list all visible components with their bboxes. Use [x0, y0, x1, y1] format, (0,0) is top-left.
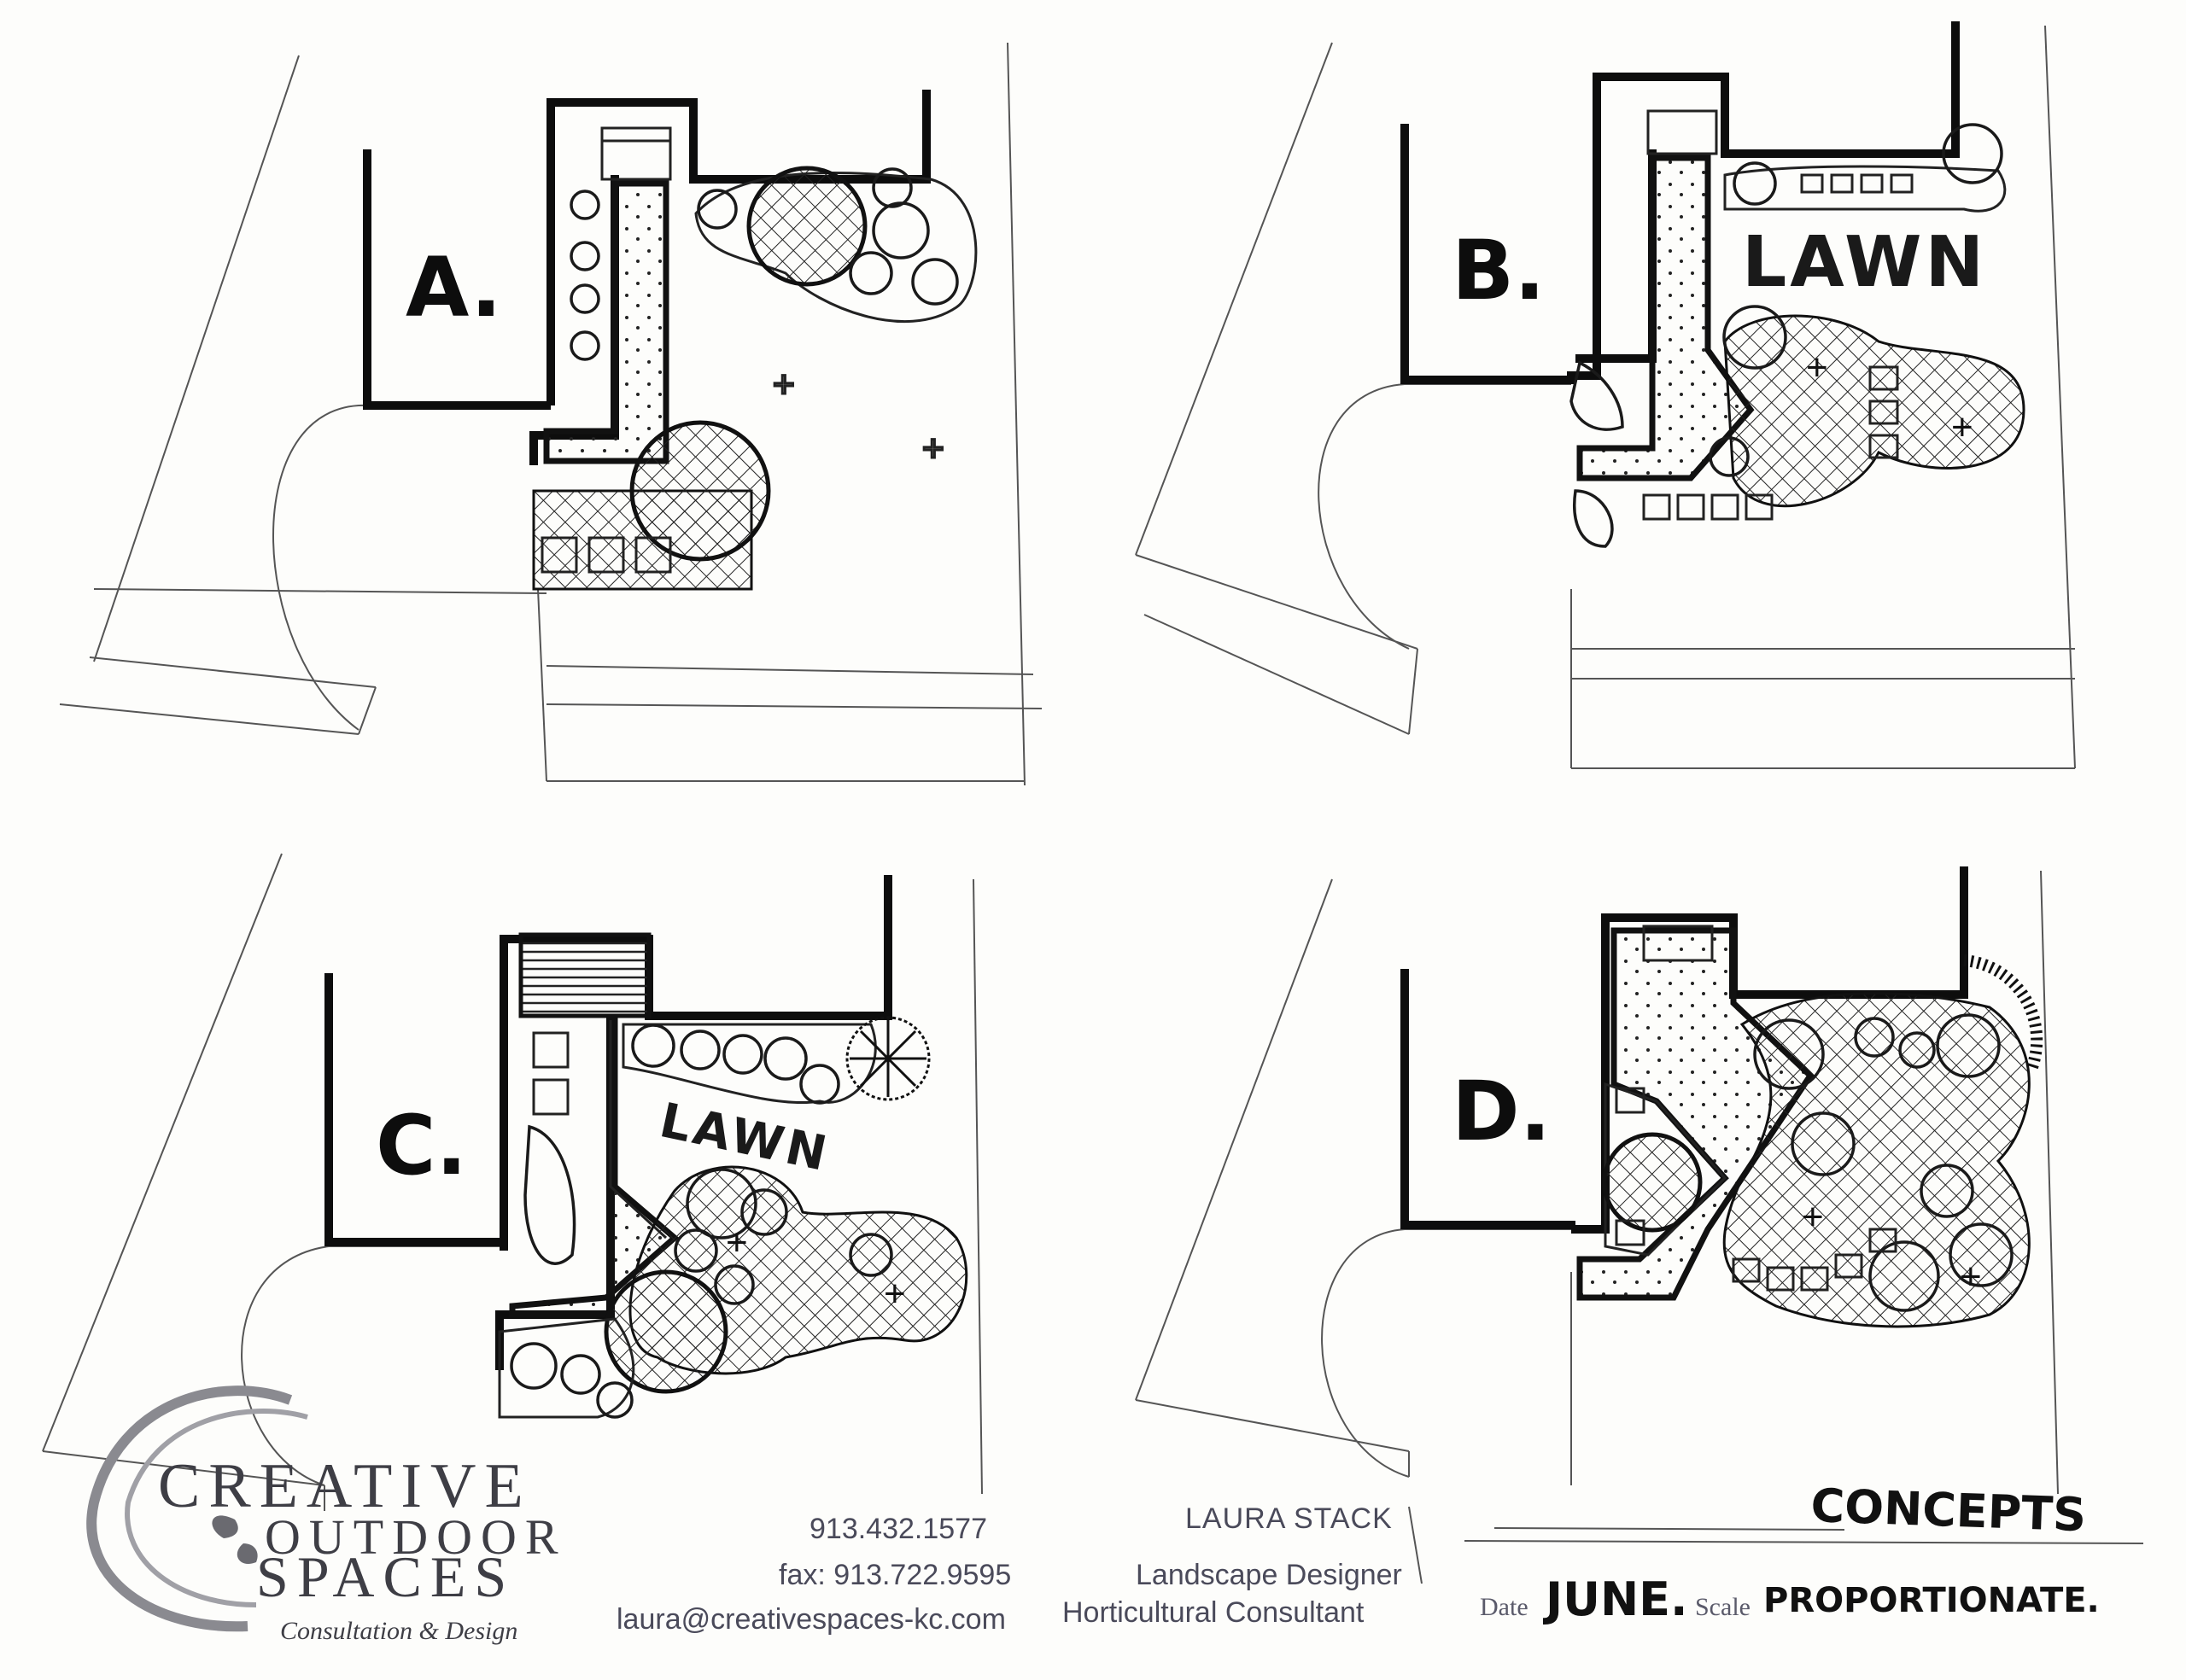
concept-c-plan: LAWN + + C. [42, 853, 983, 1511]
walkway [543, 126, 672, 464]
contact-fax: fax: 913.722.9595 [779, 1559, 1012, 1591]
planting-bed-east [694, 166, 978, 324]
concept-b-label: B. [1452, 223, 1546, 318]
designer-name: LAURA STACK [1185, 1502, 1393, 1535]
scale-value: PROPORTIONATE. [1763, 1581, 2100, 1620]
svg-text:+: + [1951, 406, 1973, 448]
walkway [1576, 109, 1755, 481]
leaf-icon [237, 1543, 258, 1564]
site-lines [42, 853, 983, 1511]
front-bed [498, 1317, 635, 1419]
company-logo: CREATIVE OUTDOOR SPACES Consultation & D… [86, 1385, 567, 1645]
left-bed [1602, 1082, 1727, 1257]
curved-bed: + + [1709, 305, 2025, 508]
svg-text:+: + [884, 1273, 906, 1315]
title-block: CONCEPTS Date JUNE. Scale PROPORTIONATE. [1464, 1479, 2144, 1626]
logo-tagline: Consultation & Design [280, 1617, 517, 1645]
logo-line3: SPACES [256, 1544, 515, 1609]
contact-phone: 913.432.1577 [810, 1513, 987, 1545]
concept-d-label: D. [1452, 1064, 1551, 1159]
logo-line2: OUTDOOR [265, 1509, 567, 1565]
curved-bed: + + [604, 1165, 968, 1394]
entry-steps [518, 932, 652, 1018]
svg-text:+: + [922, 428, 944, 470]
svg-text:+: + [773, 364, 795, 405]
svg-text:+: + [1806, 347, 1828, 388]
concept-d-plan: + + D. [1135, 866, 2059, 1495]
leaf-icon [212, 1515, 238, 1538]
site-lines [1135, 870, 2059, 1495]
foundation-bed [1569, 360, 1774, 548]
svg-text:+: + [1960, 1256, 1982, 1298]
concept-b-lawn-label: LAWN [1742, 222, 1987, 303]
walkway [509, 1017, 680, 1318]
concept-b-plan: LAWN + + B. [1135, 21, 2076, 769]
designer-box [1408, 1506, 1423, 1584]
date-label: Date [1480, 1593, 1528, 1621]
concepts-title: CONCEPTS [1810, 1479, 2088, 1542]
svg-text:+: + [1802, 1196, 1824, 1238]
top-bed [622, 1016, 931, 1105]
logo-line1: CREATIVE [158, 1451, 532, 1521]
foundation-bed [570, 190, 600, 361]
scale-label: Scale [1695, 1593, 1751, 1621]
concept-a-label: A. [406, 240, 502, 335]
designer-title-2: Horticultural Consultant [1062, 1596, 1365, 1629]
designer-title-1: Landscape Designer [1136, 1559, 1402, 1591]
concept-c-label: C. [376, 1098, 467, 1193]
date-value: JUNE. [1542, 1572, 1688, 1626]
star-shrub [845, 1016, 931, 1101]
foundation-bed [523, 1031, 576, 1265]
concept-a-plan: + + A. [59, 42, 1043, 786]
top-bed [1723, 123, 2007, 213]
contact-email[interactable]: laura@creativespaces-kc.com [617, 1603, 1006, 1636]
svg-text:+: + [726, 1222, 748, 1263]
right-bed: + + [1722, 954, 2043, 1328]
corner-bed [532, 420, 771, 591]
